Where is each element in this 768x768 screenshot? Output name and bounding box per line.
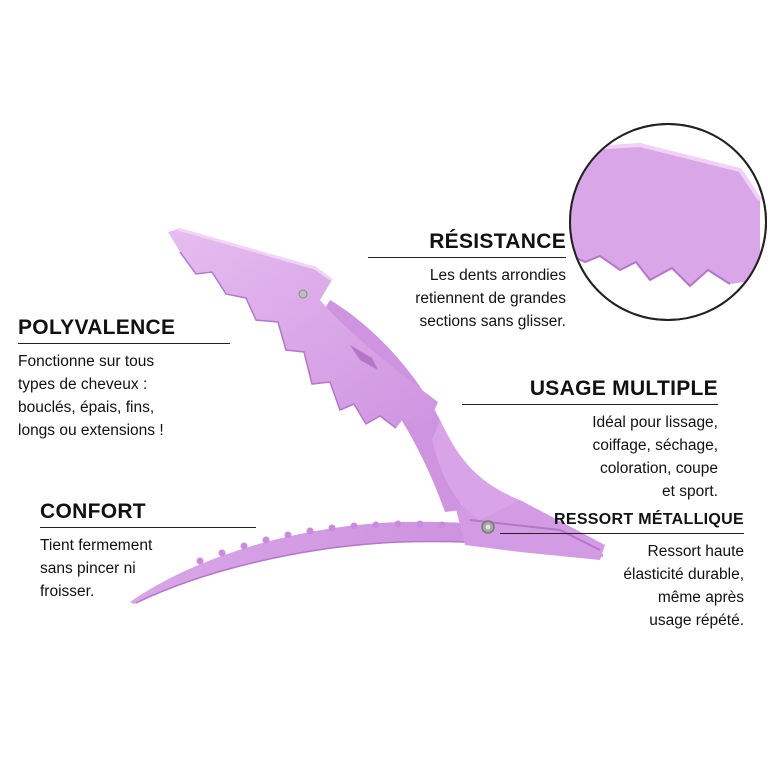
usage-text: Idéal pour lissage, coiffage, séchage, c…	[592, 414, 718, 500]
ressort-section: RESSORT MÉTALLIQUE Ressort haute élastic…	[500, 510, 744, 632]
polyvalence-title: POLYVALENCE	[18, 316, 176, 339]
clip-hinge	[455, 500, 605, 560]
resistance-rule	[368, 257, 566, 258]
ressort-rule	[500, 533, 744, 534]
clip-lower-teeth	[196, 520, 446, 565]
clip-upper-jaw	[168, 229, 438, 428]
confort-text: Tient fermement sans pincer ni froisser.	[40, 537, 153, 600]
polyvalence-section: POLYVALENCE Fonctionne sur tous types de…	[18, 316, 230, 442]
usage-section: USAGE MULTIPLE Idéal pour lissage, coiff…	[462, 377, 718, 503]
upper-rivet	[298, 289, 308, 299]
ressort-title: RESSORT MÉTALLIQUE	[554, 511, 744, 528]
resistance-section: RÉSISTANCE Les dents arrondies retiennen…	[368, 230, 566, 333]
ressort-text: Ressort haute élasticité durable, même a…	[623, 543, 744, 629]
confort-title: CONFORT	[40, 500, 146, 523]
resistance-title: RÉSISTANCE	[429, 230, 566, 253]
polyvalence-text: Fonctionne sur tous types de cheveux : b…	[18, 353, 164, 439]
confort-rule	[40, 527, 256, 528]
polyvalence-rule	[18, 343, 230, 344]
usage-rule	[462, 404, 718, 405]
usage-title: USAGE MULTIPLE	[529, 377, 718, 400]
resistance-text: Les dents arrondies retiennent de grande…	[415, 267, 566, 330]
confort-section: CONFORT Tient fermement sans pincer ni f…	[40, 500, 256, 603]
